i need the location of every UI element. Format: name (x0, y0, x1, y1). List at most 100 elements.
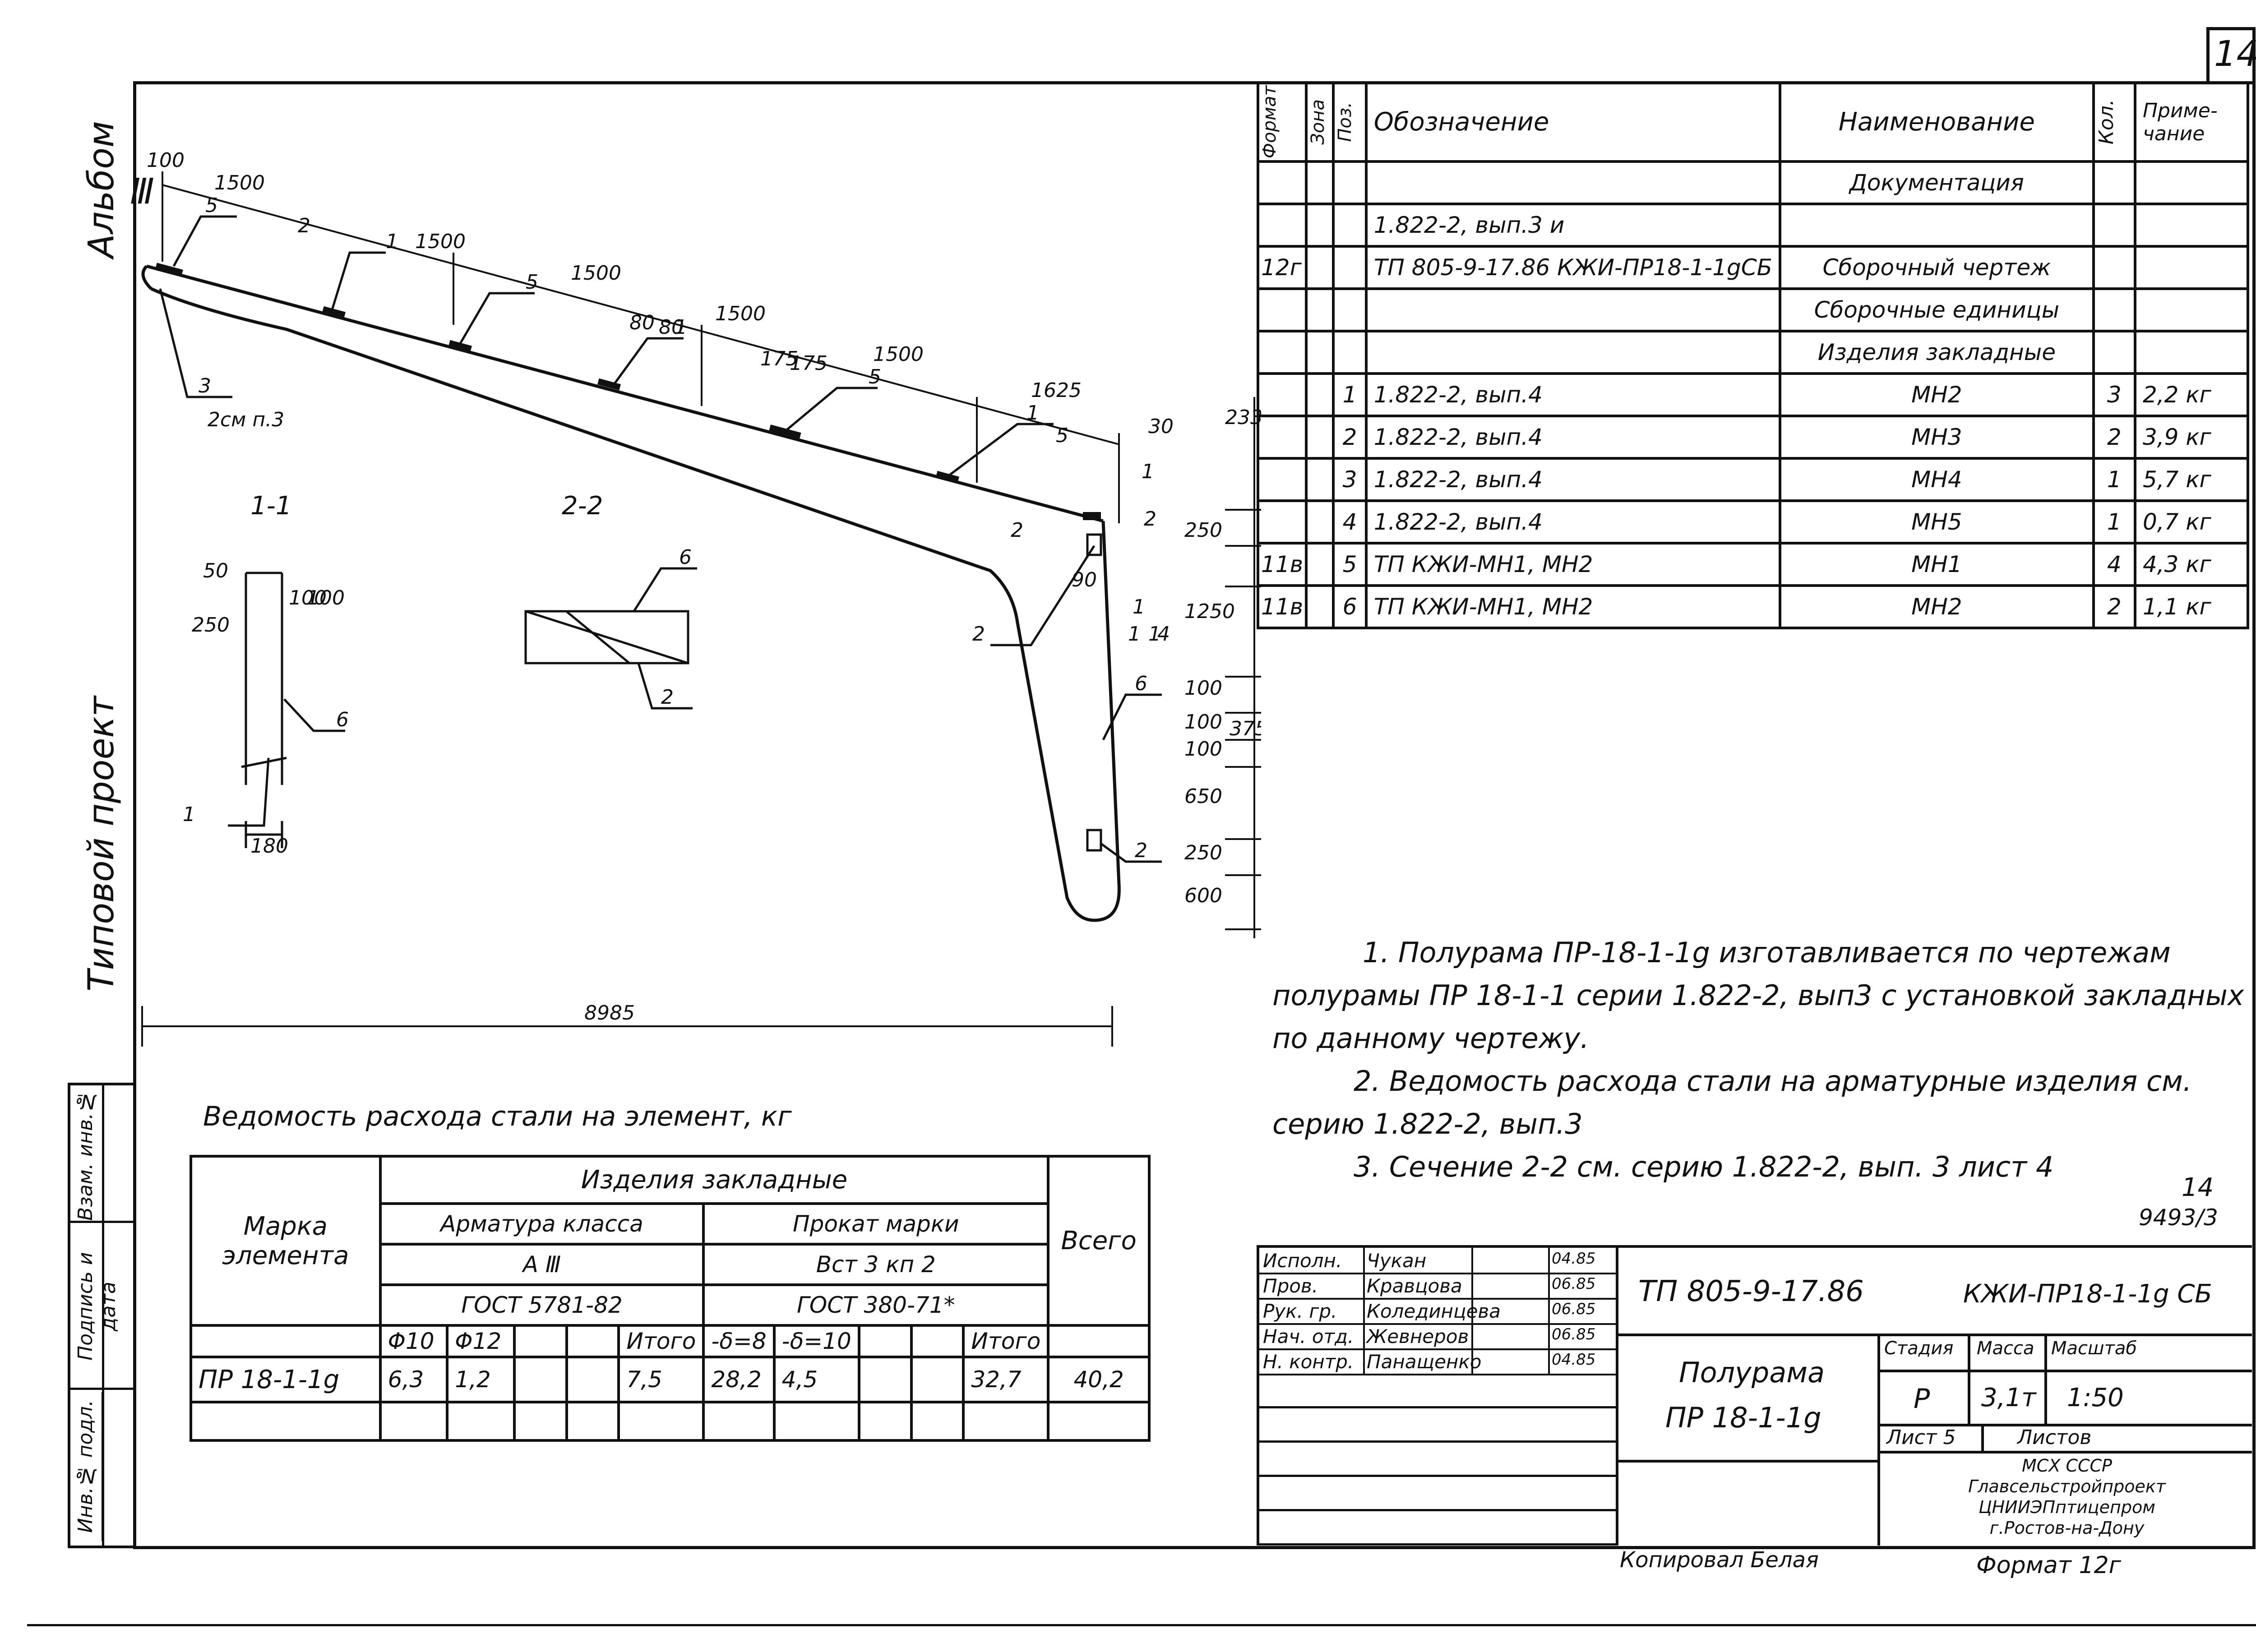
tb-person-date: 04.85 (1552, 1250, 1596, 1268)
spec-cell-format (1256, 203, 1308, 248)
spec-cell-designation: ТП 805-9-17.86 КЖИ-ПР18-1-1gСБ (1364, 245, 1781, 290)
spec-cell-pos (1332, 330, 1368, 375)
callout-5c: 5 (869, 365, 881, 388)
spec-table: Формат Зона Поз. Обозначение Наименовани… (1256, 81, 2250, 629)
steel-col-header (910, 1324, 965, 1358)
sec11-dim-2: 100 (289, 586, 327, 609)
stamp-sign-label: Подпись и дата (74, 1252, 120, 1361)
spec-cell-zone (1305, 287, 1335, 332)
dim-right-6: 100 (1184, 738, 1222, 761)
spec-cell-name: МН3 (1778, 415, 2095, 460)
dim-small-1: 80 (659, 316, 684, 339)
steel-value: 4,5 (772, 1356, 860, 1403)
sec-mark-1: 2 (1011, 519, 1023, 542)
spec-h-name: Наименование (1778, 81, 2095, 163)
spec-cell-qty: 2 (2092, 415, 2136, 460)
dim-small-2: 175 (760, 347, 798, 370)
spec-cell-format (1256, 499, 1308, 545)
spec-cell-name (1778, 203, 2095, 248)
tb-code: ТП 805-9-17.86 (1638, 1275, 1864, 1308)
tb-stage: Р (1914, 1383, 1930, 1415)
spec-cell-zone (1305, 330, 1335, 375)
tb-person-date: 04.85 (1552, 1351, 1596, 1369)
spec-h-designation: Обозначение (1364, 81, 1781, 163)
section-label-22: 2-2 (562, 491, 603, 521)
spec-h-zone: Зона (1305, 81, 1335, 163)
spec-cell-zone (1305, 457, 1335, 502)
tb-org-line: г.Ростов-на-Дону (1989, 1518, 2145, 1538)
dim-90: 90 (1072, 568, 1097, 591)
trim-line (27, 1624, 2256, 1626)
spec-cell-qty: 4 (2092, 542, 2136, 587)
spec-cell-pos (1332, 287, 1368, 332)
tb-name-2: ПР 18-1-1g (1665, 1401, 1821, 1434)
steel-col-header: -δ=10 (772, 1324, 860, 1358)
spec-cell-zone (1305, 499, 1335, 545)
callout-1b: 1 (675, 316, 687, 339)
dim-top-2: 1500 (415, 230, 466, 253)
spec-h-note: Приме- чание (2133, 81, 2250, 163)
tb-doc: КЖИ-ПР18-1-1g СБ (1963, 1279, 2212, 1309)
steel-armature: Арматура класса (379, 1202, 705, 1246)
spec-cell-pos: 1 (1332, 372, 1368, 417)
tb-org-line: ЦНИИЭПптицепром (1979, 1497, 2155, 1517)
steel-value (513, 1356, 568, 1403)
steel-col-header: Итого (962, 1324, 1050, 1358)
spec-cell-note: 2,2 кг (2133, 372, 2250, 417)
tb-person-role: Нач. отд. (1263, 1325, 1354, 1347)
spec-cell-pos: 2 (1332, 415, 1368, 460)
callout-2d: 1 (183, 803, 195, 826)
callout-5b: 5 (526, 271, 538, 294)
project-type-label: Типовой проект (81, 696, 122, 992)
steel-mark-header: Марка элемента (190, 1155, 382, 1327)
steel-table: Марка элемента Изделия закладные Всего А… (190, 1155, 1151, 1442)
tb-scale-h: Масштаб (2051, 1338, 2137, 1359)
tb-person-role: Н. контр. (1263, 1351, 1354, 1373)
sec-mark-5: 1 (1128, 623, 1141, 646)
tb-person-date: 06.85 (1552, 1325, 1596, 1343)
steel-prokat-mark: Вст 3 кп 2 (702, 1243, 1050, 1286)
spec-cell-name: Сборочный чертеж (1778, 245, 2095, 290)
tb-sheet-ref: 14 (2182, 1173, 2214, 1202)
spec-cell-pos: 6 (1332, 584, 1368, 629)
spec-cell-qty (2092, 287, 2136, 332)
dim-top-1: 1500 (214, 171, 265, 194)
tb-sheet-ref2: 9493/3 (2139, 1204, 2218, 1231)
spec-cell-zone (1305, 542, 1335, 587)
steel-row-mark: ПР 18-1-1g (190, 1356, 382, 1403)
dim-right-10: 3750 (1230, 717, 1261, 740)
callout-6b: 6 (679, 546, 692, 569)
spec-cell-zone (1305, 415, 1335, 460)
steel-col-header (565, 1324, 620, 1358)
sec-mark-7: 4 (1157, 623, 1170, 646)
steel-value: 7,5 (617, 1356, 705, 1403)
tb-sheets: Листов (2017, 1426, 2092, 1449)
steel-prokat: Прокат марки (702, 1202, 1050, 1246)
corner-number: 14 (2214, 34, 2256, 74)
note-line-4: 2. Ведомость расхода стали на арматурные… (1354, 1065, 2192, 1098)
spec-cell-name: Изделия закладные (1778, 330, 2095, 375)
dim-right-4: 100 (1184, 677, 1222, 700)
spec-cell-pos (1332, 160, 1368, 205)
spec-cell-pos (1332, 245, 1368, 290)
sec11-dim-4: 180 (250, 835, 288, 858)
spec-cell-name: МН2 (1778, 372, 2095, 417)
spec-cell-designation: ТП КЖИ-МН1, МН2 (1364, 584, 1781, 629)
spec-cell-qty: 2 (2092, 584, 2136, 629)
tb-sheet: Лист 5 (1886, 1426, 1956, 1449)
tb-copied: Копировал Белая (1620, 1547, 1819, 1573)
tb-person-name: Чукан (1367, 1250, 1427, 1272)
spec-cell-qty (2092, 245, 2136, 290)
sec11-dim-1: 250 (192, 614, 230, 637)
steel-value: 32,7 (962, 1356, 1050, 1403)
spec-h-pos: Поз. (1332, 81, 1368, 163)
callout-1a: 1 (386, 230, 398, 253)
tb-mass: 3,1т (1981, 1383, 2036, 1412)
dim-right-5: 100 (1184, 711, 1222, 734)
spec-cell-note: 1,1 кг (2133, 584, 2250, 629)
spec-cell-name: МН5 (1778, 499, 2095, 545)
spec-cell-name: МН2 (1778, 584, 2095, 629)
dim-right-9: 600 (1184, 884, 1222, 907)
